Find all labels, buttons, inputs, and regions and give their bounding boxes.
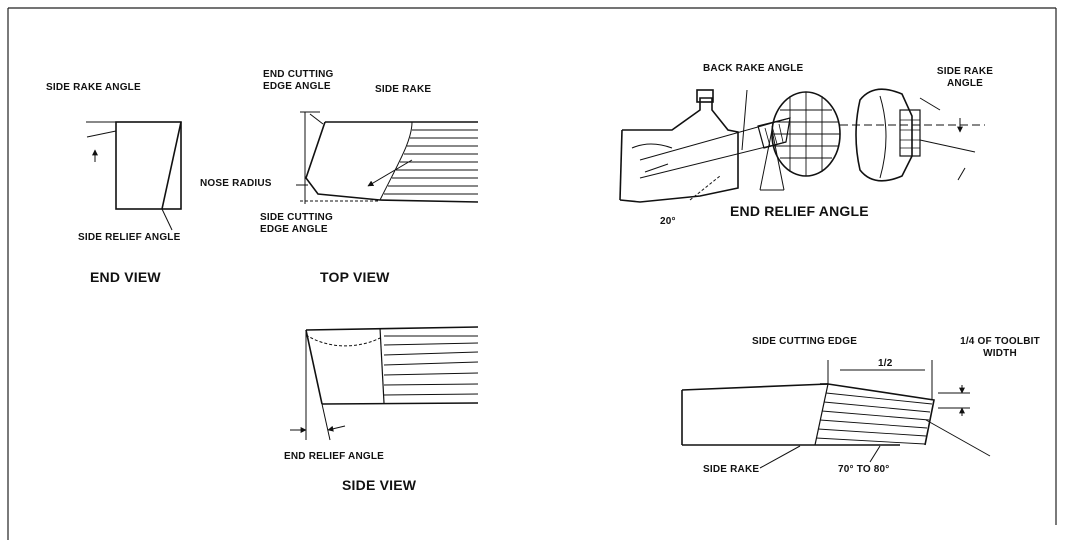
grinding-view-drawing	[681, 360, 991, 469]
grinding-view-quarter-label-1: 1/4 OF TOOLBIT	[960, 336, 1040, 347]
end-view-title: END VIEW	[90, 269, 161, 285]
setup-view-side-rake-angle-label-1: SIDE RAKE	[936, 66, 994, 77]
grinding-view-side-rake-label: SIDE RAKE	[703, 464, 760, 475]
top-view-end-cutting-edge-angle-label-1: END CUTTING	[263, 69, 334, 80]
end-view-side-relief-angle-label: SIDE RELIEF ANGLE	[78, 232, 181, 243]
top-view-side-cutting-edge-angle-label-2: EDGE ANGLE	[260, 224, 328, 235]
top-view-side-rake-label: SIDE RAKE	[375, 84, 432, 95]
setup-view-end-relief-angle-label: END RELIEF ANGLE	[730, 203, 869, 219]
top-view-hatching	[384, 129, 478, 195]
side-view-end-relief-angle-label: END RELIEF ANGLE	[284, 451, 385, 462]
grinding-view-half-label: 1/2	[878, 358, 893, 369]
end-view-drawing	[86, 121, 182, 231]
top-view-drawing	[296, 111, 479, 204]
setup-view-side-rake-angle-label-2: ANGLE	[947, 78, 983, 89]
grinding-view-angle-range-label: 70° TO 80°	[838, 464, 890, 475]
side-view-title: SIDE VIEW	[342, 477, 417, 493]
top-view-title: TOP VIEW	[320, 269, 390, 285]
grinding-view-quarter-label-2: WIDTH	[983, 348, 1017, 359]
grinding-view-side-cutting-edge-label: SIDE CUTTING EDGE	[752, 336, 858, 347]
top-view-nose-radius-label: NOSE RADIUS	[200, 178, 272, 189]
top-view-end-cutting-edge-angle-label-2: EDGE ANGLE	[263, 81, 331, 92]
top-view-side-cutting-edge-angle-label-1: SIDE CUTTING	[260, 212, 333, 223]
page-border	[7, 7, 1057, 540]
setup-view-drawing	[619, 88, 985, 203]
side-view-drawing	[290, 326, 479, 441]
end-view-side-rake-angle-label: SIDE RAKE ANGLE	[46, 82, 141, 93]
setup-view-holder-angle-label: 20°	[660, 216, 676, 227]
setup-view-back-rake-angle-label: BACK RAKE ANGLE	[703, 63, 804, 74]
